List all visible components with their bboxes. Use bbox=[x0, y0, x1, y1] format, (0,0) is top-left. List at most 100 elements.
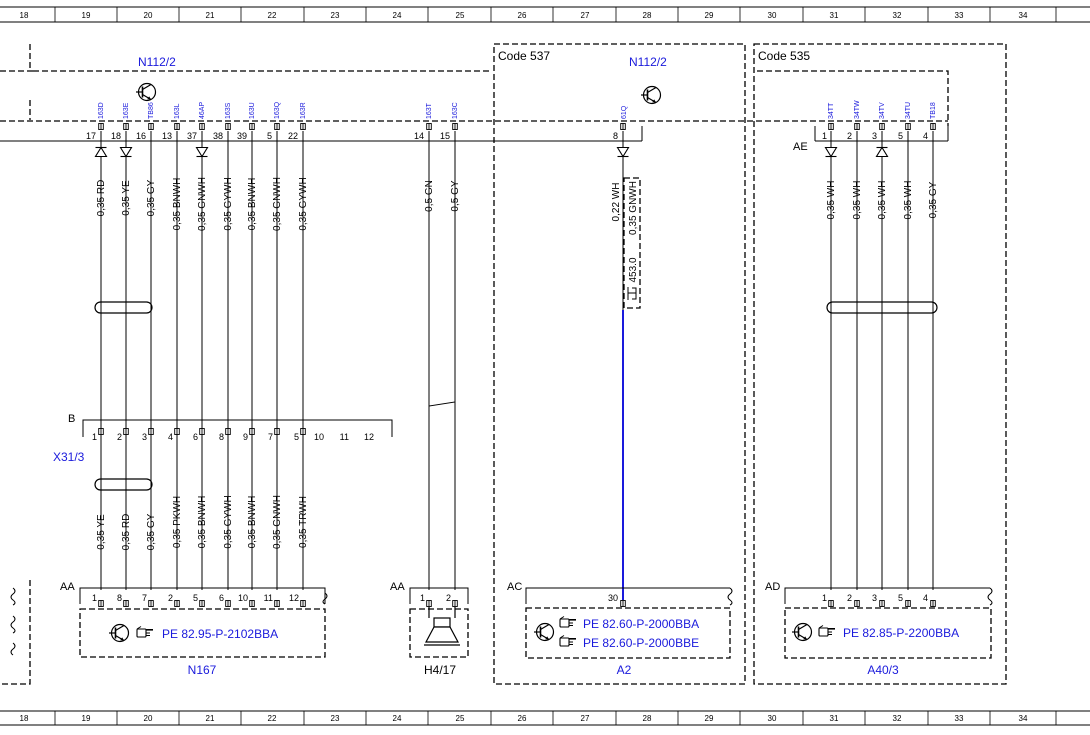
ruler-col: 28 bbox=[643, 714, 652, 723]
n112-right-link[interactable]: N112/2 bbox=[629, 55, 667, 69]
pin-number: 38 bbox=[213, 131, 223, 141]
pin-number: 14 bbox=[414, 131, 424, 141]
x31-pin: 11 bbox=[340, 432, 349, 442]
ruler-col: 24 bbox=[393, 714, 402, 723]
n167-component-link[interactable]: N167 bbox=[188, 663, 217, 677]
x31-pin-symbols bbox=[98, 428, 306, 435]
ground-arrow-icon bbox=[94, 146, 108, 158]
wire-label: 0,5 GN bbox=[424, 180, 435, 212]
x31-pin: 7 bbox=[268, 432, 273, 442]
code-535-label: Code 535 bbox=[758, 49, 810, 63]
ruler-col: 32 bbox=[893, 714, 902, 723]
n167-ref-link[interactable]: PE 82.95-P-2102BBA bbox=[162, 627, 278, 641]
wire-label: 0,35 RD bbox=[121, 514, 132, 551]
a2-ref-link[interactable]: PE 82.60-P-2000BBE bbox=[583, 636, 699, 650]
wire-label: 0,35 GY bbox=[146, 513, 157, 550]
a40-3-component-link[interactable]: A40/3 bbox=[867, 663, 899, 677]
pin-number: 2 bbox=[446, 593, 451, 603]
connector-aa-label: AA bbox=[390, 581, 405, 593]
ruler-col: 25 bbox=[456, 11, 465, 20]
pin-number: 39 bbox=[237, 131, 247, 141]
x31-pin: 6 bbox=[193, 432, 198, 442]
pin-number: 1 bbox=[420, 593, 425, 603]
pin-number: 5 bbox=[898, 593, 903, 603]
x31-3-link[interactable]: X31/3 bbox=[53, 450, 85, 464]
wire-label: 0,35 GNWH bbox=[272, 495, 283, 549]
x31-3-connector: B X31/3 1 2 3 4 6 8 9 7 5 10 11 12 bbox=[53, 413, 393, 464]
pin-number: 37 bbox=[187, 131, 197, 141]
x31-pin: 3 bbox=[142, 432, 147, 442]
harness-clamps bbox=[94, 301, 938, 491]
pin-number: 3 bbox=[872, 593, 877, 603]
ruler-col: 19 bbox=[82, 714, 91, 723]
x31-pin: 2 bbox=[117, 432, 122, 442]
pin-code: 163Q bbox=[274, 101, 281, 119]
h4-17-component-frame bbox=[409, 608, 469, 658]
connector-ac-label: AC bbox=[507, 581, 522, 593]
pin-number: 5 bbox=[193, 593, 198, 603]
ruler-col: 29 bbox=[705, 11, 714, 20]
ruler-col: 30 bbox=[768, 714, 777, 723]
h4-17-label: H4/17 bbox=[424, 663, 456, 677]
wire-label: 0,5 GY bbox=[450, 180, 461, 211]
wire-label: 0,35 GYWH bbox=[223, 495, 234, 548]
pin-code: 34TT bbox=[828, 102, 835, 119]
pin-code: TB18 bbox=[930, 102, 937, 119]
wire-label: 0,35 YE bbox=[121, 180, 132, 216]
ruler-col: 23 bbox=[331, 714, 340, 723]
pin-number: 7 bbox=[142, 593, 147, 603]
pin-code: 46AP bbox=[199, 102, 206, 119]
ruler-col: 18 bbox=[20, 714, 29, 723]
pin-code: 163U bbox=[249, 102, 256, 119]
pin-number: 12 bbox=[289, 593, 299, 603]
wire-label: 0,35 YE bbox=[96, 514, 107, 550]
ruler-col: 18 bbox=[20, 11, 29, 20]
splice-453-frame bbox=[623, 177, 641, 309]
pin-number: 18 bbox=[111, 131, 121, 141]
ruler-col: 33 bbox=[955, 714, 964, 723]
a2-component-link[interactable]: A2 bbox=[617, 663, 632, 677]
bottom-pin-symbols bbox=[98, 600, 936, 607]
ruler-col: 28 bbox=[643, 11, 652, 20]
code-537-label: Code 537 bbox=[498, 49, 550, 63]
ruler-col: 27 bbox=[581, 714, 590, 723]
ruler-col: 26 bbox=[518, 714, 527, 723]
connector-aa-label: AA bbox=[60, 581, 75, 593]
n112-left-link[interactable]: N112/2 bbox=[138, 55, 176, 69]
wire-label: 0,35 BNWH bbox=[247, 496, 258, 549]
wire-label: 0,35 GNWH bbox=[272, 177, 283, 231]
pin-number: 15 bbox=[440, 131, 450, 141]
pin-number: 22 bbox=[288, 131, 298, 141]
ruler-col: 19 bbox=[82, 11, 91, 20]
ruler-col: 29 bbox=[705, 714, 714, 723]
upper-wires bbox=[100, 131, 934, 590]
module-frames bbox=[0, 43, 1007, 685]
x31-pin: 12 bbox=[364, 432, 374, 442]
ruler-col: 26 bbox=[518, 11, 527, 20]
x31-pin: 8 bbox=[219, 432, 224, 442]
ruler-col: 23 bbox=[331, 11, 340, 20]
pin-code: 34TW bbox=[854, 100, 861, 119]
splice-icon bbox=[627, 287, 637, 300]
x31-pin: 5 bbox=[294, 432, 299, 442]
top-ruler: 18 19 20 21 22 23 24 25 26 27 28 29 30 3… bbox=[0, 6, 1090, 23]
ruler-col: 34 bbox=[1019, 714, 1028, 723]
connector-ae-label: AE bbox=[793, 141, 808, 153]
pin-number: 2 bbox=[168, 593, 173, 603]
a40-3-component-frame bbox=[784, 607, 992, 659]
pin-code: 34TU bbox=[905, 102, 912, 119]
wire-label: 0,35 WH bbox=[877, 181, 888, 220]
pin-code: 163D bbox=[98, 102, 105, 119]
wire-label: 0,35 GNWH bbox=[628, 181, 639, 235]
transistor-icon bbox=[791, 622, 813, 642]
ruler-col: 31 bbox=[830, 714, 839, 723]
a40-3-ref-link[interactable]: PE 82.85-P-2200BBA bbox=[843, 626, 959, 640]
a2-component-frame bbox=[525, 607, 731, 659]
pointing-hand-icon bbox=[559, 615, 577, 628]
ground-arrow-icon bbox=[616, 146, 630, 158]
pin-code: 163R bbox=[300, 102, 307, 119]
pin-number: 10 bbox=[238, 593, 248, 603]
connector-ad-label: AD bbox=[765, 581, 780, 593]
a2-ref-link[interactable]: PE 82.60-P-2000BBA bbox=[583, 617, 699, 631]
